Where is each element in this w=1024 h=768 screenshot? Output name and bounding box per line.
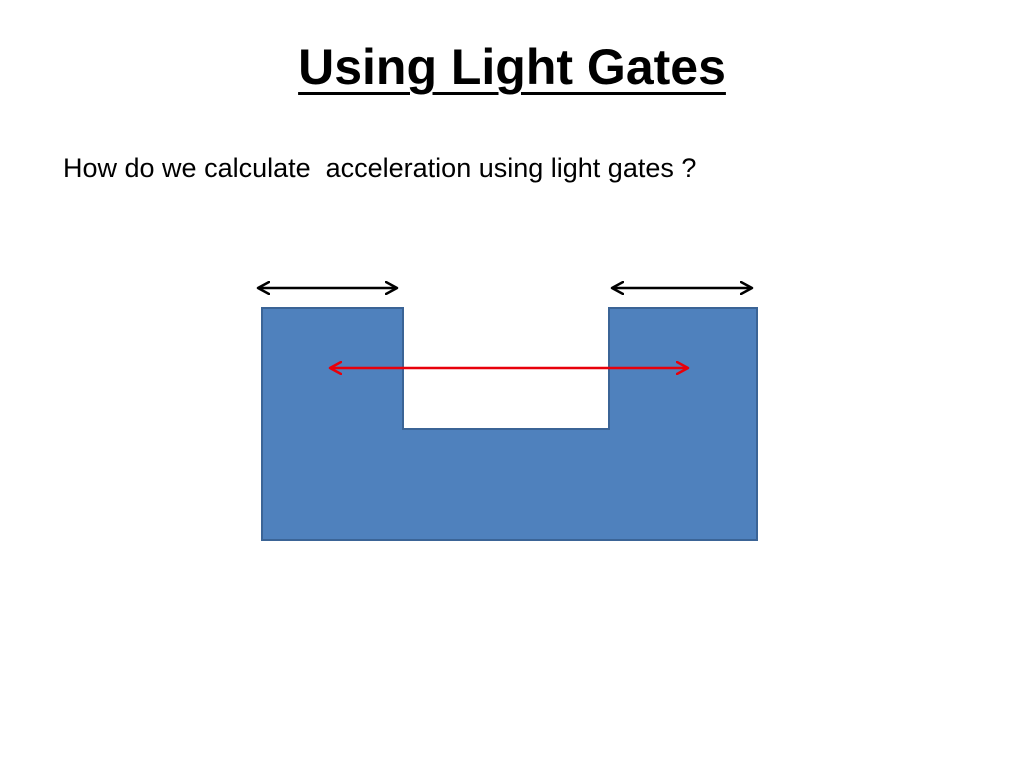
slide-title-text: Using Light Gates — [298, 39, 726, 95]
slide-title: Using Light Gates — [0, 32, 1024, 102]
question-text: How do we calculate acceleration using l… — [63, 153, 697, 183]
u-shaped-card — [261, 307, 758, 541]
